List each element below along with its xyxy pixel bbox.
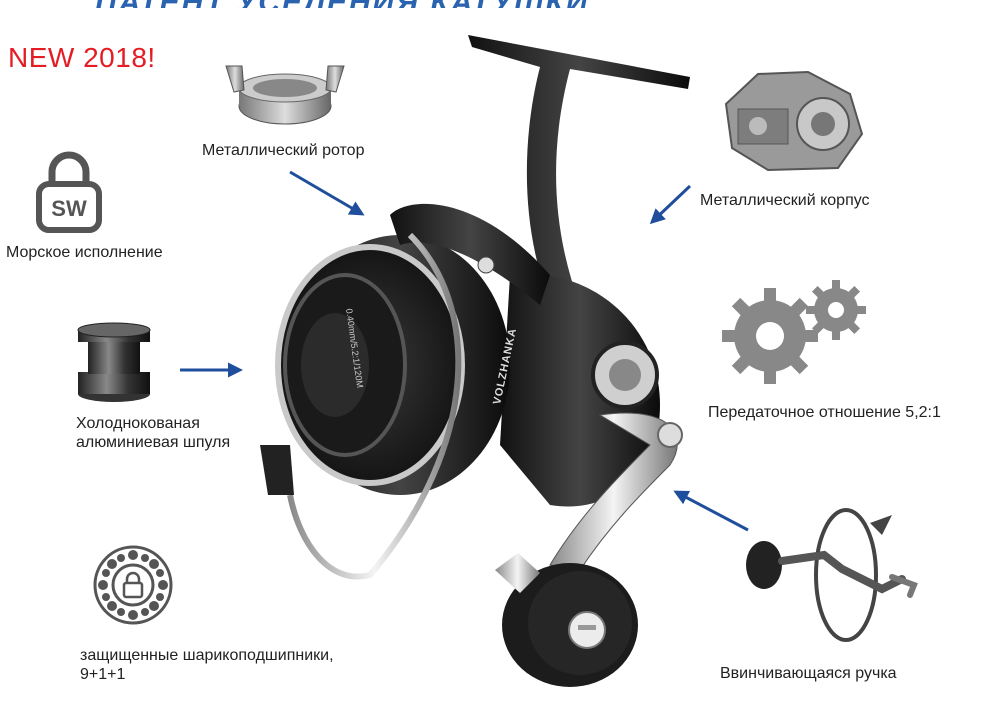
- rotor-icon: [225, 65, 345, 125]
- spool-icon: [77, 322, 151, 402]
- label-metal-rotor: Металлический ротор: [202, 142, 365, 159]
- label-gear-ratio: Передаточное отношение 5,2:1: [708, 404, 941, 421]
- label-handle: Ввинчивающаяся ручка: [720, 665, 897, 682]
- label-metal-body: Металлический корпус: [700, 192, 870, 209]
- housing-icon: [724, 70, 864, 172]
- label-spool: Холоднокованая алюминиевая шпуля: [76, 415, 231, 451]
- sw-icon-text: SW: [51, 196, 87, 221]
- label-bearings: защищенные шарикоподшипники, 9+1+1: [80, 647, 334, 683]
- lock-icon: SW: [36, 151, 102, 233]
- spinning-reel-illustration: VOLZHANKA 0.40mm/5.2:1/120M: [260, 35, 690, 687]
- page-headline: ПАТЕНТ УСЕЛЕНИЯ КАТУШКИ: [95, 0, 715, 8]
- label-marine: Морское исполнение: [6, 244, 163, 261]
- new-badge: NEW 2018!: [8, 42, 156, 73]
- bearing-lock-icon: [93, 545, 173, 625]
- gear-icon: [722, 280, 866, 384]
- handle-rotate-icon: [746, 508, 918, 642]
